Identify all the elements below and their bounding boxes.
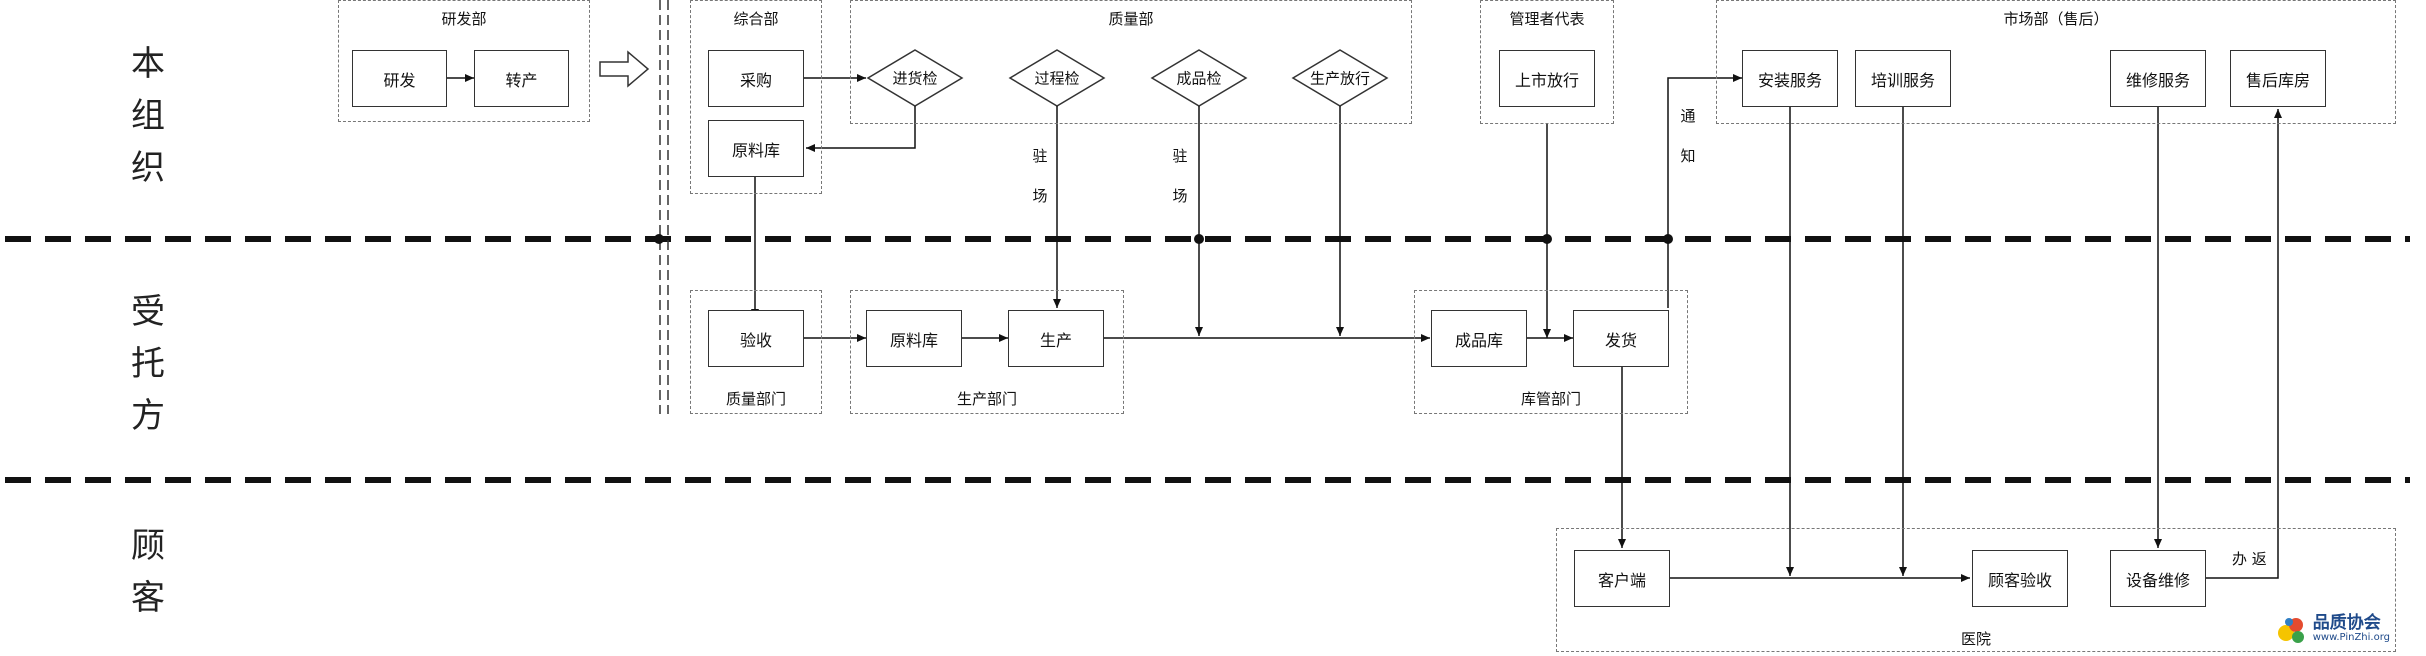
box-install-service: 安装服务 xyxy=(1742,50,1838,107)
box-repair-service: 维修服务 xyxy=(2110,50,2206,107)
box-aftersale-store: 售后库房 xyxy=(2230,50,2326,107)
box-rd: 研发 xyxy=(352,50,447,107)
diamond-label-incoming: 进货检 xyxy=(892,69,938,88)
group-quality-label: 质量部 xyxy=(1108,10,1154,28)
annotation-onsite-2: 驻 场 xyxy=(1172,147,1188,205)
box-client: 客户端 xyxy=(1574,550,1670,607)
group-mgmt-rep xyxy=(1480,0,1614,124)
box-acceptance: 验收 xyxy=(708,310,804,367)
lane-label-contractor: 受 托 方 xyxy=(131,292,165,436)
group-hospital-label: 医院 xyxy=(1960,630,1991,648)
box-production: 生产 xyxy=(1008,310,1104,367)
box-purchase: 采购 xyxy=(708,50,804,107)
box-market-release: 上市放行 xyxy=(1499,50,1595,107)
group-quality-dept-label: 质量部门 xyxy=(725,390,786,408)
group-hospital xyxy=(1556,528,2396,652)
diamond-label-release: 生产放行 xyxy=(1309,69,1371,88)
group-mgmt-rep-label: 管理者代表 xyxy=(1509,10,1585,28)
box-finished-store: 成品库 xyxy=(1431,310,1527,367)
logo-url: www.PinZhi.org xyxy=(2312,632,2390,643)
logo-icon xyxy=(2275,612,2309,646)
group-warehouse-dept-label: 库管部门 xyxy=(1520,390,1581,408)
box-raw-store: 原料库 xyxy=(708,120,804,177)
diamond-label-process: 过程检 xyxy=(1034,69,1080,88)
lane-label-customer: 顾 客 xyxy=(131,526,165,618)
group-quality-dept xyxy=(690,290,822,414)
group-rd-label: 研发部 xyxy=(441,10,487,28)
logo: 品质协会 www.PinZhi.org xyxy=(2275,612,2390,646)
annotation-notify: 通 知 xyxy=(1680,107,1696,165)
group-production-dept xyxy=(850,290,1124,414)
box-shipping: 发货 xyxy=(1573,310,1669,367)
group-general-label: 综合部 xyxy=(733,10,779,28)
box-raw-store-2: 原料库 xyxy=(866,310,962,367)
group-warehouse-dept xyxy=(1414,290,1688,414)
group-general xyxy=(690,0,822,194)
box-training-service: 培训服务 xyxy=(1855,50,1951,107)
group-market-label: 市场部（售后） xyxy=(2003,10,2109,28)
box-transfer: 转产 xyxy=(474,50,569,107)
logo-name: 品质协会 xyxy=(2312,613,2381,633)
box-customer-acceptance: 顾客验收 xyxy=(1972,550,2068,607)
diamond-label-finished: 成品检 xyxy=(1176,69,1222,88)
group-rd xyxy=(338,0,590,122)
group-quality xyxy=(850,0,1412,124)
group-production-dept-label: 生产部门 xyxy=(956,390,1017,408)
annotation-return: 办 返 xyxy=(2232,550,2267,568)
lane-label-organization: 本 组 织 xyxy=(131,44,165,188)
annotation-onsite-1: 驻 场 xyxy=(1032,147,1048,205)
block-arrow xyxy=(599,50,650,88)
box-device-repair: 设备维修 xyxy=(2110,550,2206,607)
group-market xyxy=(1716,0,2396,124)
